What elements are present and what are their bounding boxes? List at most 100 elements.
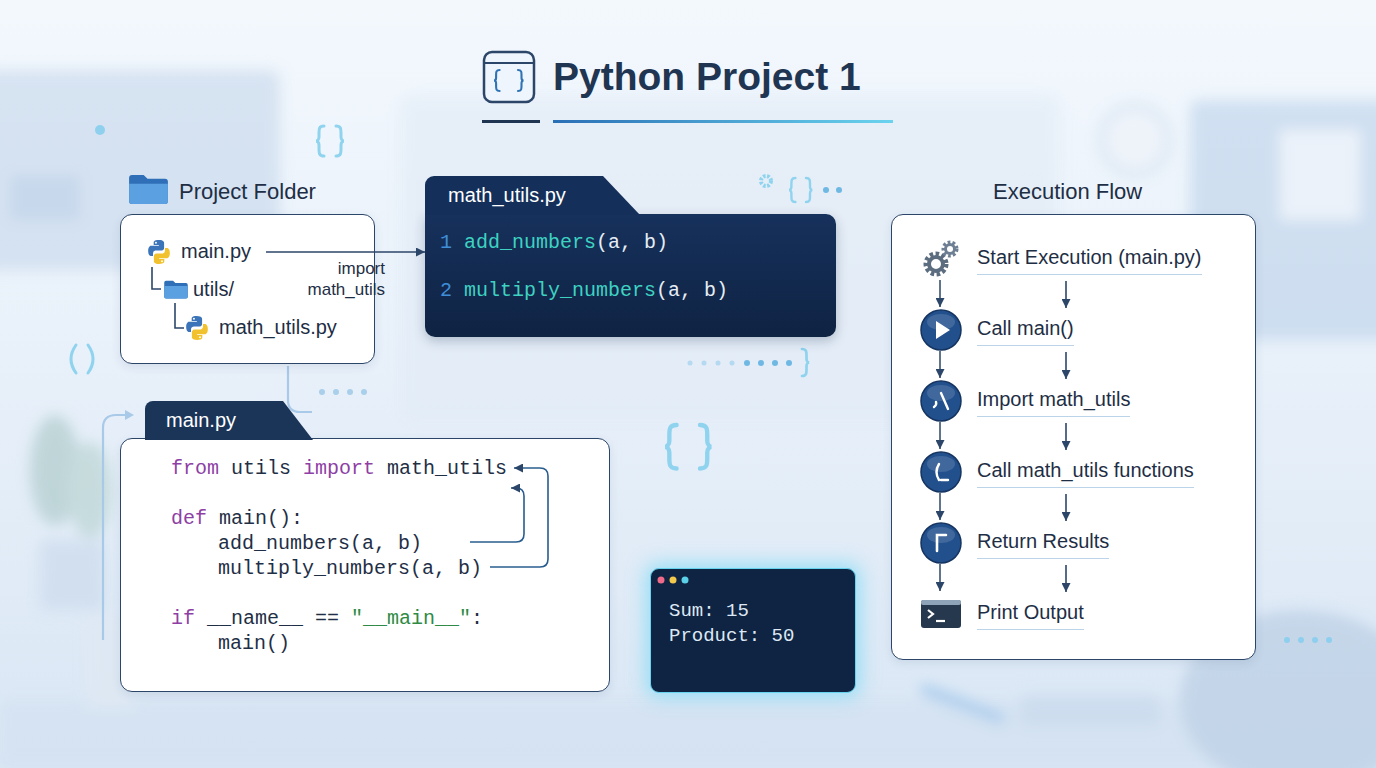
- connector: [1065, 281, 1067, 308]
- gear-body: [929, 257, 943, 271]
- deco-dot: [716, 361, 721, 366]
- tab-title: math_utils.py: [448, 184, 566, 206]
- deco-brace: [665, 425, 677, 469]
- flow-step: Return Results: [919, 521, 1219, 565]
- folder-icon: [163, 279, 189, 299]
- terminal-window: Sum: 15Product: 50: [650, 568, 856, 693]
- title-icon-brace: [518, 70, 524, 91]
- folder-icon: [127, 172, 170, 205]
- deco-dot: [836, 187, 842, 193]
- file-name: math_utils.py: [219, 314, 337, 340]
- flow-step: Call math_utils functions: [919, 450, 1219, 494]
- deco-paren: [88, 345, 93, 373]
- deco-paren: [71, 345, 76, 373]
- window-dot: [670, 577, 677, 584]
- step-icon: [919, 521, 963, 565]
- deco-dot: [1284, 637, 1290, 643]
- python-icon: [184, 315, 210, 341]
- flow-step: Call main(): [919, 308, 1219, 352]
- step-label: Start Execution (main.py): [977, 245, 1202, 275]
- connector: [266, 251, 425, 253]
- bg-clock: [1101, 106, 1169, 174]
- window-dot: [658, 577, 665, 584]
- side-arrow: [939, 280, 941, 307]
- code-call-arrows: [470, 468, 548, 567]
- side-arrow: [939, 351, 941, 378]
- step-label: Print Output: [977, 600, 1084, 630]
- step-icon: [919, 308, 963, 352]
- code-keyword: import: [303, 456, 375, 481]
- code-line: defmain():: [171, 506, 303, 531]
- line-number: 2: [440, 278, 452, 303]
- title-icon-frame: [484, 52, 534, 102]
- folder-front: [129, 184, 168, 204]
- file-name: main.py: [181, 238, 251, 264]
- terminal-icon-bar: [921, 600, 961, 605]
- code-panel: math_utils.py1add_numbers(a, b)2multiply…: [425, 214, 836, 337]
- deco-dot: [333, 389, 339, 395]
- flow-side-arrows: [939, 280, 941, 591]
- deco-brace: [336, 126, 344, 156]
- step-icon: [919, 379, 963, 423]
- code-line: fromutilsimportmath_utils: [171, 456, 507, 481]
- bg-monitor-detail: [10, 175, 80, 220]
- step-label: Import math_utils: [977, 387, 1130, 417]
- connector: [152, 267, 161, 289]
- python-icon-yellow: [154, 248, 170, 264]
- flow-panel: Start Execution (main.py) Call main() Impo…: [891, 214, 1256, 660]
- file-name: utils/: [193, 276, 234, 302]
- side-arrow: [939, 493, 941, 520]
- deco-dot: [1326, 637, 1332, 643]
- code-panel: main.pyfromutilsimportmath_utilsdefmain(…: [120, 438, 610, 692]
- code-keyword: from: [171, 456, 219, 481]
- step-label: Return Results: [977, 529, 1109, 559]
- deco-dot: [786, 360, 792, 366]
- bg-pot: [40, 540, 105, 610]
- bg-plant: [68, 442, 112, 538]
- return-glyph: [937, 535, 946, 551]
- folder-back: [164, 281, 188, 299]
- title-icon-brace: [494, 70, 500, 91]
- deco-gear: [761, 176, 771, 186]
- gear-teeth: [944, 243, 957, 256]
- function-args: (a, b): [596, 230, 668, 255]
- gear-body: [946, 245, 955, 254]
- function-args: (a, b): [656, 278, 728, 303]
- file-tab: main.py: [145, 401, 313, 440]
- bg-desk: [0, 700, 1376, 768]
- bg-screen-detail: [1280, 130, 1360, 220]
- deco-braces: [71, 126, 812, 469]
- deco-dot: [744, 360, 750, 366]
- function-name: multiply_numbers: [464, 278, 656, 303]
- call-glyph: [937, 464, 949, 480]
- code-line: 1add_numbers(a, b): [440, 230, 668, 255]
- code-token: main():: [219, 506, 303, 531]
- edge-label: import math_utils: [290, 258, 385, 300]
- connector: [1065, 352, 1067, 379]
- code-line: main(): [218, 631, 290, 656]
- flow-step: Import math_utils: [919, 379, 1219, 423]
- file-tab: math_utils.py: [425, 176, 640, 215]
- step-icon: [919, 592, 963, 636]
- title-icon-bar: [485, 62, 533, 64]
- deco-dot: [347, 389, 353, 395]
- code-token: math_utils: [387, 456, 507, 481]
- folder-front: [164, 286, 188, 298]
- deco-dot: [702, 361, 707, 366]
- code-keyword: if: [171, 606, 195, 631]
- deco-dot: [772, 360, 778, 366]
- code-line: 2 multiply_numbers(a, b): [440, 278, 728, 303]
- deco-dot: [95, 125, 105, 135]
- code-line: add_numbers(a, b): [218, 531, 422, 556]
- deco-line: [288, 366, 312, 412]
- code-token: __name__ ==: [207, 606, 339, 631]
- step-circle: [921, 523, 961, 563]
- connector: [175, 303, 184, 328]
- code-token: add_numbers(a, b): [218, 531, 422, 556]
- deco-dot: [758, 360, 764, 366]
- terminal-icon-body: [921, 600, 961, 628]
- terminal-output: Sum: 15: [669, 599, 749, 623]
- folder-back: [129, 175, 168, 204]
- diagram-title: Python Project 1: [553, 55, 861, 99]
